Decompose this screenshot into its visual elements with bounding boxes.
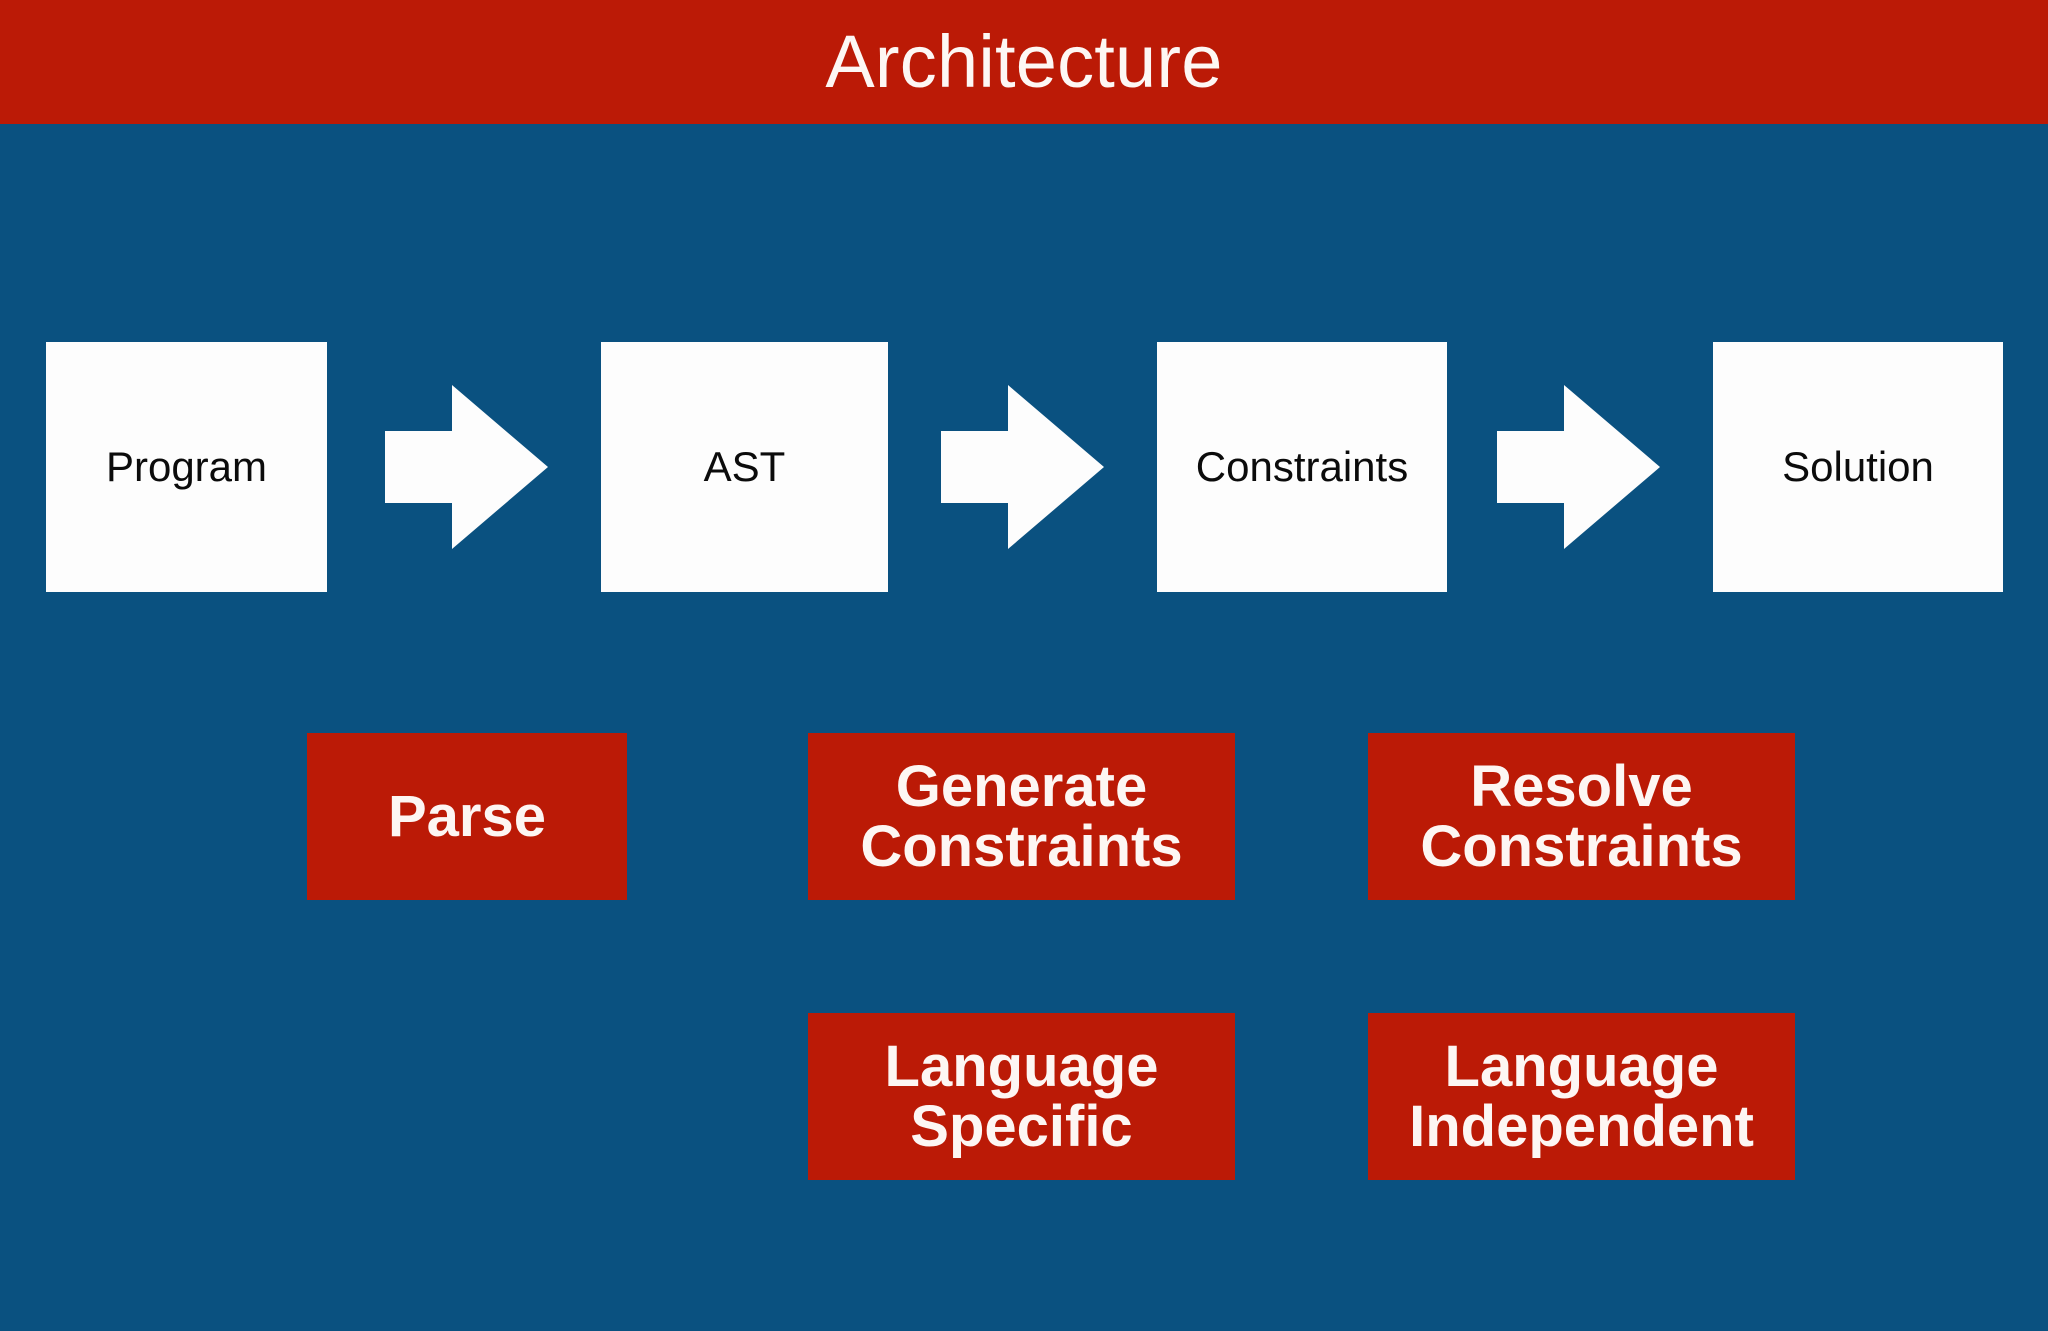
stage-label-constraints: Constraints	[1195, 442, 1409, 490]
note-label-language-specific: Language Specific	[884, 1033, 1159, 1159]
header-bar	[0, 0, 2048, 124]
stage-box-program: Program	[46, 342, 327, 592]
arrow-program-to-ast-icon	[385, 385, 548, 549]
note-label-resolve-constraints: Resolve Constraints	[1420, 753, 1743, 879]
stage-label-ast: AST	[703, 442, 786, 490]
stage-box-solution: Solution	[1713, 342, 2003, 592]
arrow-ast-to-constraints-icon	[941, 385, 1104, 549]
arrow-constraints-to-solution-icon	[1497, 385, 1660, 549]
stage-label-solution: Solution	[1782, 442, 1934, 490]
stage-box-ast: AST	[601, 342, 888, 592]
stage-box-constraints: Constraints	[1157, 342, 1447, 592]
note-box-resolve-constraints: Resolve Constraints	[1368, 733, 1795, 900]
note-box-language-specific: Language Specific	[808, 1013, 1235, 1180]
note-box-parse: Parse	[307, 733, 627, 900]
stage-label-program: Program	[105, 442, 268, 490]
page-title: Architecture	[825, 20, 1223, 103]
note-label-generate-constraints: Generate Constraints	[860, 753, 1183, 879]
note-box-generate-constraints: Generate Constraints	[808, 733, 1235, 900]
note-label-parse: Parse	[387, 783, 547, 849]
note-label-language-independent: Language Independent	[1409, 1033, 1754, 1159]
note-box-language-independent: Language Independent	[1368, 1013, 1795, 1180]
